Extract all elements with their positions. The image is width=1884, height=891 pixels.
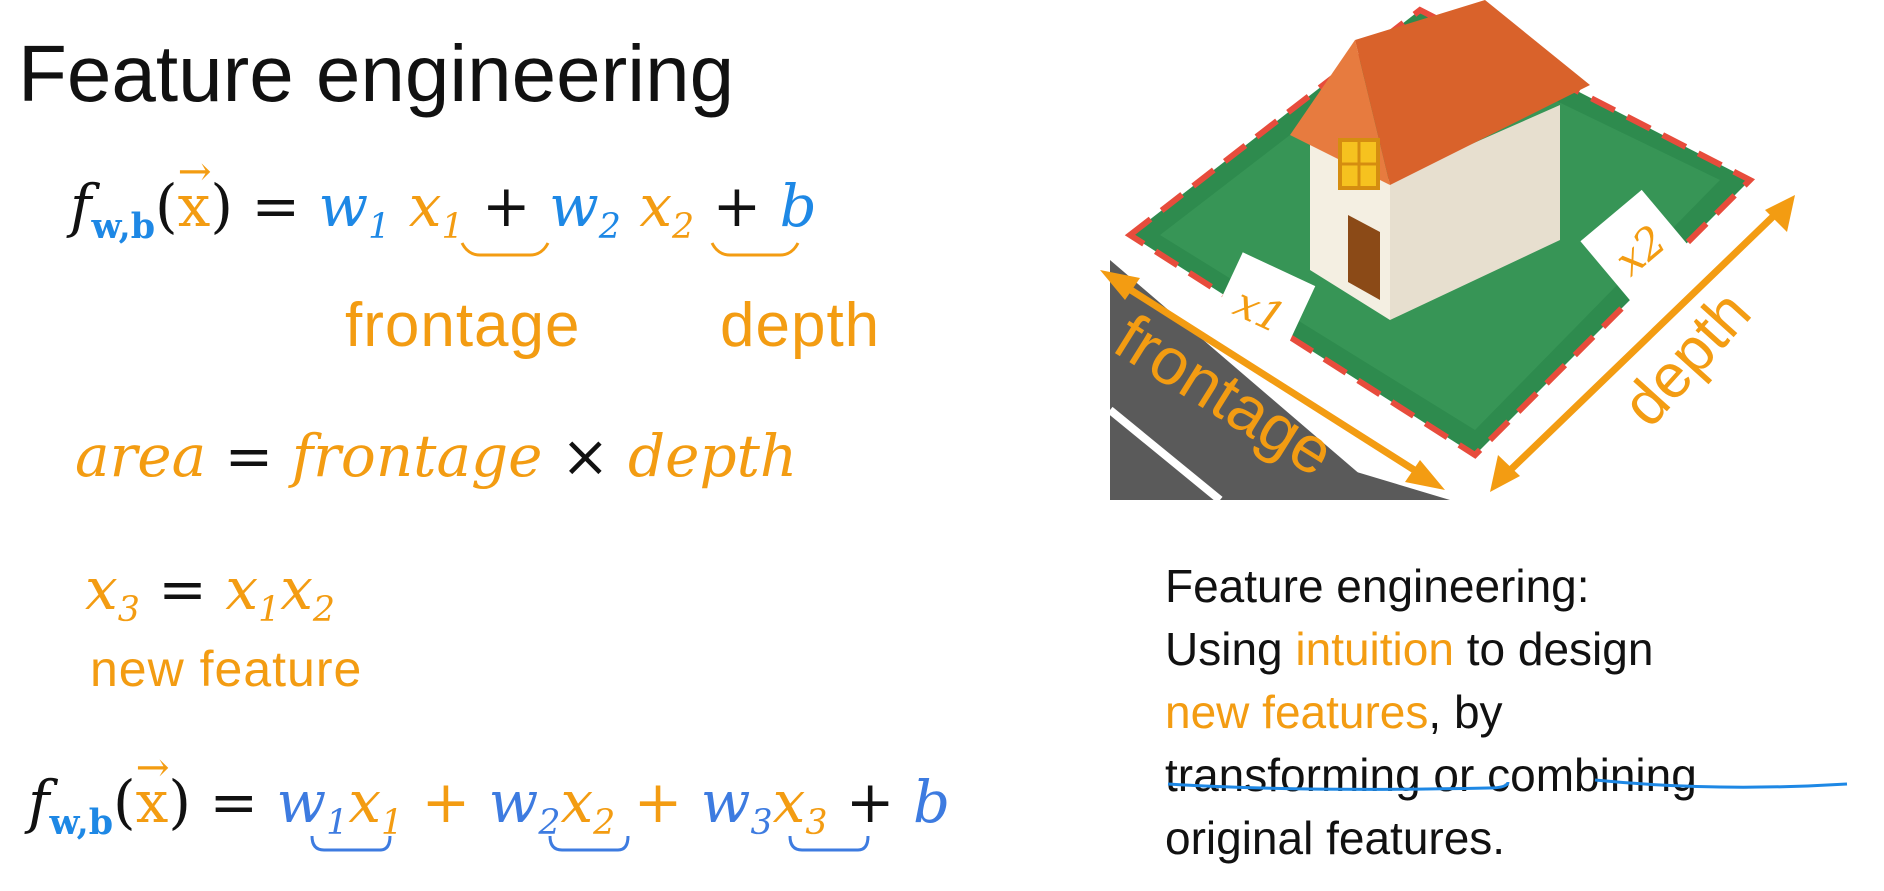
w2-term: w2	[549, 172, 621, 248]
x-vector: x	[136, 743, 169, 836]
w1-term: w1	[318, 172, 391, 248]
road-marking	[1107, 406, 1223, 504]
definition-note: Feature engineering: Using intuition to …	[1165, 555, 1697, 870]
label-depth: depth	[720, 291, 881, 360]
times-sign: ×	[560, 422, 610, 490]
label-frontage: frontage	[345, 291, 581, 360]
depth-arrowhead-top	[1765, 195, 1795, 232]
w1-term: w1	[276, 768, 349, 844]
underbrace-x2	[710, 242, 800, 257]
note-line-5: original features.	[1165, 812, 1506, 864]
underbrace-x1	[460, 242, 550, 257]
label-new-feature: new feature	[90, 641, 363, 697]
highlight-intuition: intuition	[1295, 623, 1454, 675]
f-symbol: f	[70, 172, 92, 240]
house-side-wall	[1390, 105, 1560, 320]
house-door	[1348, 215, 1380, 300]
road-right	[1350, 470, 1450, 500]
note-underlines	[1167, 778, 1848, 791]
slide-title: Feature engineering	[18, 29, 735, 118]
depth-arrowhead-bottom	[1490, 455, 1520, 492]
x1-term: x1	[348, 768, 404, 844]
paren-open: (	[155, 172, 178, 240]
x1x2-product: x1x2	[225, 555, 336, 631]
plus-sign: +	[421, 768, 471, 836]
frontage-arrowhead-right	[1405, 460, 1445, 490]
sign-x1: x1	[1204, 252, 1316, 368]
x1-term: x1	[408, 172, 464, 248]
underline-transforming	[1167, 781, 1510, 791]
plus-sign: +	[845, 768, 895, 836]
equals-sign: =	[251, 172, 301, 240]
depth-word: depth	[628, 422, 798, 490]
underline-combining	[1594, 778, 1848, 789]
note-line-2: Using intuition to design	[1165, 623, 1654, 675]
paren-close: )	[168, 768, 192, 836]
area-equation: area = frontage × depth	[75, 422, 797, 490]
underbrace-w1	[310, 835, 392, 852]
underbraces-eq1	[310, 242, 870, 852]
depth-arrow	[1497, 202, 1788, 483]
underbrace-w3	[788, 835, 870, 852]
x2-term: x2	[560, 768, 616, 844]
x-vector: x	[178, 147, 211, 240]
equals-sign: =	[224, 422, 274, 490]
w3-term: w3	[700, 768, 773, 844]
house-lot-illustration: x1 x2 frontage depth	[1100, 0, 1795, 504]
frontage-arrow	[1113, 277, 1432, 483]
w2-term: w2	[488, 768, 561, 844]
frontage-word: frontage	[291, 422, 543, 490]
note-line-3: new features, by	[1165, 686, 1503, 738]
x3-equation: x3 = x1x2	[85, 555, 335, 630]
underbrace-w2	[548, 835, 630, 852]
underlined-combining: combining	[1487, 749, 1697, 801]
plus-sign: +	[633, 768, 683, 836]
paren-close: )	[210, 172, 234, 240]
paren-open: (	[113, 768, 136, 836]
f-symbol: f	[28, 768, 50, 836]
sign-x2: x2	[1580, 189, 1700, 311]
note-line-1: Feature engineering:	[1165, 560, 1590, 612]
x3-term: x3	[85, 555, 140, 631]
x3-term: x3	[772, 768, 828, 844]
model-equation-2: fw,b(x) = w1x1 + w2x2 + w3x3 + b	[28, 743, 951, 844]
plus-sign: +	[482, 172, 531, 240]
f-subscript: w,b	[91, 206, 156, 248]
plus-sign: +	[712, 172, 762, 240]
highlight-new-features: new features	[1165, 686, 1429, 738]
note-line-4: transforming or combining	[1165, 749, 1697, 801]
equals-sign: =	[209, 768, 259, 836]
lot-boundary	[1124, 6, 1756, 459]
bias-term: b	[779, 172, 817, 240]
underlined-transforming: transforming	[1165, 749, 1421, 801]
bias-term: b	[912, 768, 951, 836]
model-equation-1: fw,b(x) = w1 x1 + w2 x2 + b	[70, 147, 817, 248]
f-subscript: w,b	[49, 802, 114, 844]
frontage-arrowhead-left	[1100, 270, 1140, 300]
area-word: area	[75, 422, 207, 490]
x2-term: x2	[639, 172, 695, 248]
house-roof	[1355, 0, 1590, 185]
equals-sign: =	[158, 555, 207, 623]
